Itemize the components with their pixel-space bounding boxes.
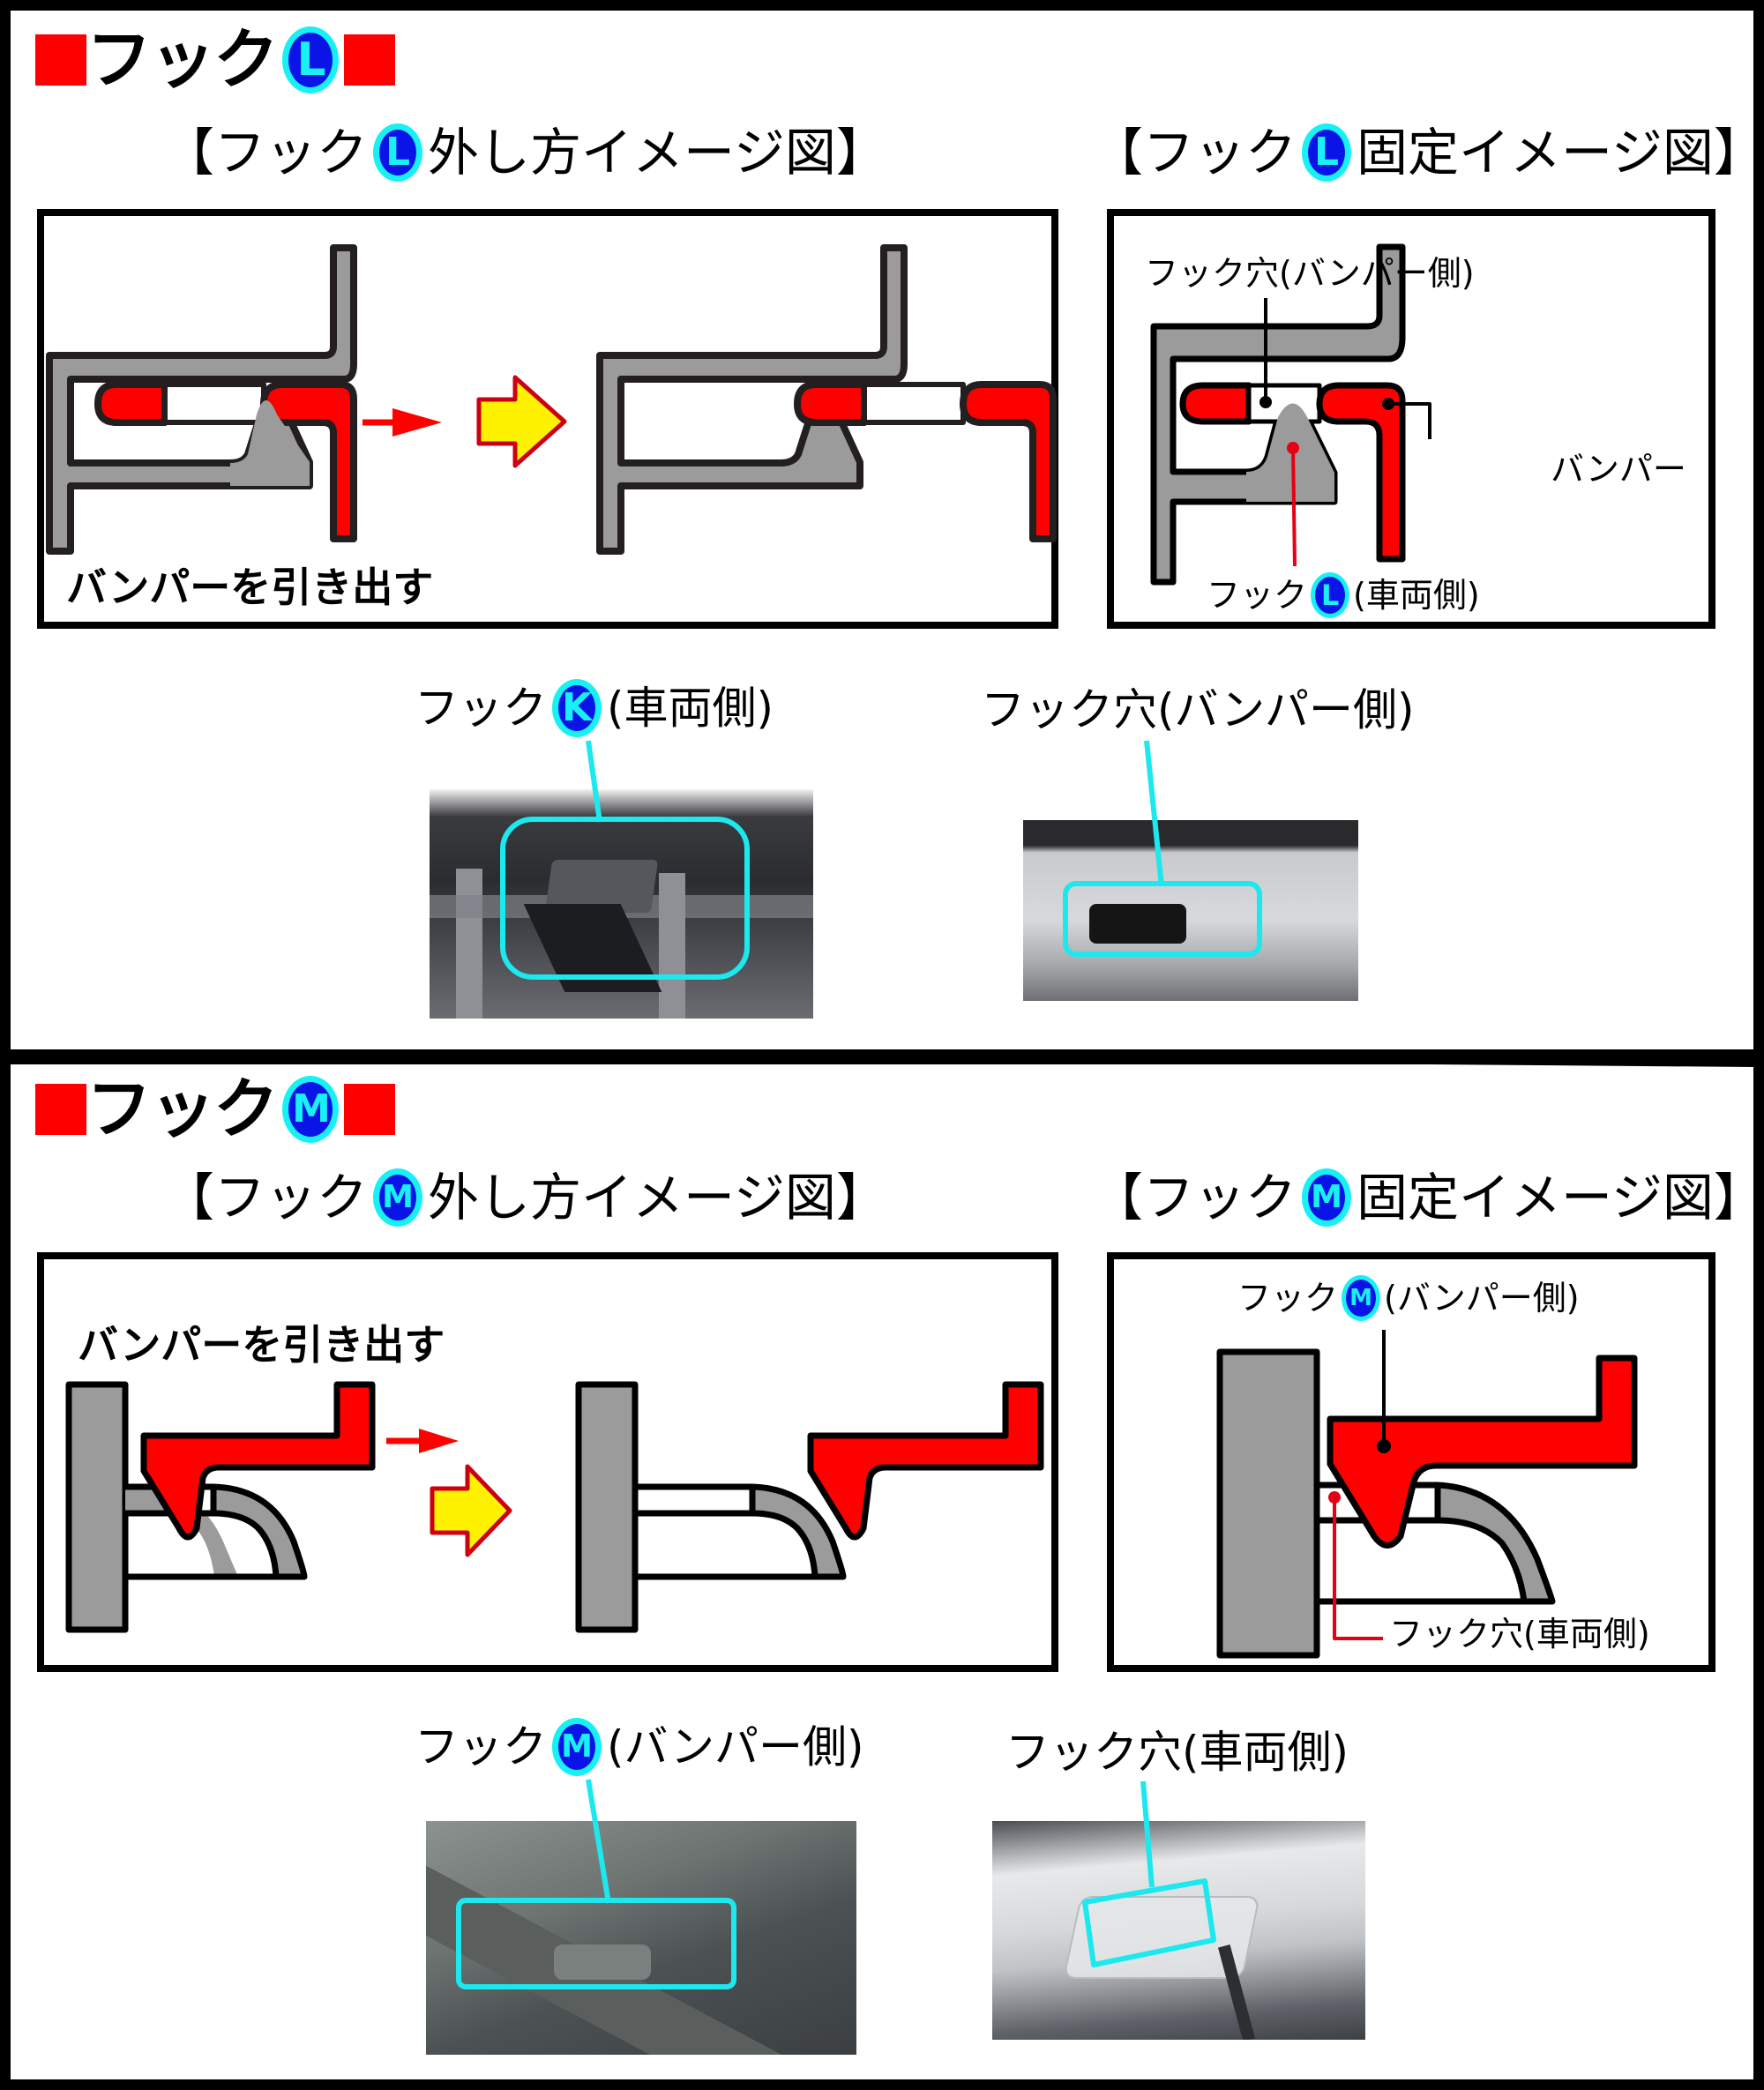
photo-label-hook-m: フック M (バンパー側) <box>415 1718 864 1776</box>
fixed-diagram-m: フック M (バンパー側) フック穴(車両側) <box>1107 1252 1715 1672</box>
badge-k: K <box>552 679 602 737</box>
badge-m: M <box>552 1718 602 1776</box>
photo-hook-m-bumper <box>426 1821 856 2055</box>
subtitle-text: 【フック <box>163 1168 369 1228</box>
fixed-diagram-l: フック穴(バンパー側) バンパー フック L (車両側) <box>1107 209 1715 629</box>
badge-m: M <box>1302 1168 1352 1227</box>
fixed-diagram-l-graphic <box>1150 243 1431 586</box>
red-square-marker <box>344 34 395 86</box>
pull-arrow-head <box>419 1429 459 1453</box>
label-text: フック <box>415 1721 547 1773</box>
red-square-marker <box>35 34 86 86</box>
callout-dot <box>1328 1491 1341 1504</box>
callout-dot <box>1287 442 1299 454</box>
callout-line-hole <box>1333 1497 1383 1640</box>
badge-m: M <box>373 1168 423 1227</box>
bumper-part <box>960 381 1057 542</box>
bumper-part <box>1316 382 1406 563</box>
vehicle-panel <box>575 1381 639 1633</box>
red-square-marker <box>35 1084 86 1135</box>
subtitle-text: 固定イメージ図】 <box>1357 1168 1764 1228</box>
vehicle-hook-arc <box>1434 1482 1556 1605</box>
subtitle-text: 外し方イメージ図】 <box>428 1168 887 1228</box>
removal-subtitle-m: 【フック M 外し方イメージ図】 <box>163 1168 887 1227</box>
bumper-hook-m <box>807 1381 1044 1541</box>
bumper-part <box>94 381 168 426</box>
section-m-title: フック M <box>35 1076 395 1143</box>
label-bumper: バンパー <box>1551 450 1686 489</box>
subtitle-text: 【フック <box>1092 1168 1297 1228</box>
fixed-diagram-m-graphic <box>1216 1330 1638 1659</box>
label-hook-hole-vehicle: フック穴(車両側) <box>1389 1615 1650 1653</box>
subtitle-text: 外し方イメージ図】 <box>428 123 887 183</box>
subtitle-text: 【フック <box>163 123 369 183</box>
callout-dot <box>1377 1439 1391 1453</box>
label-text: (バンパー側) <box>607 1721 864 1773</box>
hook-hole <box>862 382 966 425</box>
photo-hook-k-vehicle <box>430 789 813 1019</box>
bumper-hook-m <box>1327 1355 1638 1549</box>
badge-l: L <box>1311 572 1350 618</box>
subtitle-text: 固定イメージ図】 <box>1357 123 1764 183</box>
title-text: フック <box>86 1071 279 1147</box>
fixed-subtitle-m: 【フック M 固定イメージ図】 <box>1092 1168 1764 1227</box>
callout-line-hook <box>1291 447 1297 567</box>
vehicle-hook-arc <box>125 1487 238 1577</box>
label-text: (車両側) <box>1353 576 1480 615</box>
badge-l: L <box>1302 123 1352 182</box>
label-text: フック <box>415 683 547 734</box>
photo-label-hook-hole-vehicle: フック穴(車両側) <box>1005 1727 1349 1778</box>
label-text: (車両側) <box>607 683 774 734</box>
photo-detail-rib <box>456 869 482 1019</box>
photo-label-hook-hole-bumper: フック穴(バンパー側) <box>981 684 1415 735</box>
title-text: フック <box>86 22 279 98</box>
label-text: (バンパー側) <box>1384 1279 1580 1317</box>
removal-caption: バンパーを引き出す <box>78 1321 445 1369</box>
badge-m: M <box>282 1076 339 1143</box>
transition-arrow <box>476 375 567 468</box>
photo-detail-rib <box>659 873 685 1019</box>
removal-caption: バンパーを引き出す <box>66 564 434 611</box>
label-text: フック <box>1207 576 1308 615</box>
bumper-part <box>794 381 868 426</box>
label-hook-l: フック L (車両側) <box>1207 572 1480 618</box>
photo-label-hook-k: フック K (車両側) <box>415 679 774 737</box>
removal-diagram-m: バンパーを引き出す <box>37 1252 1058 1672</box>
removal-subtitle-l: 【フック L 外し方イメージ図】 <box>163 123 887 182</box>
vehicle-panel <box>1216 1348 1320 1659</box>
badge-l: L <box>282 26 339 93</box>
red-square-marker <box>344 1084 395 1135</box>
pull-arrow-head <box>392 408 442 437</box>
subtitle-text: 【フック <box>1092 123 1297 183</box>
section-m-frame <box>0 1049 1764 2090</box>
vehicle-hook-l <box>230 400 310 486</box>
fixed-subtitle-l: 【フック L 固定イメージ図】 <box>1092 123 1764 182</box>
callout-dot <box>1382 398 1394 410</box>
badge-m: M <box>1342 1275 1381 1321</box>
bumper-part <box>1179 382 1252 425</box>
photo-detail-slot <box>1089 904 1186 944</box>
label-text: フック <box>1237 1279 1339 1317</box>
removal-diagram-l: バンパーを引き出す <box>37 209 1058 629</box>
callout-line-bumper <box>1388 402 1431 439</box>
transition-arrow <box>430 1464 512 1557</box>
removal-diagram-l-graphic <box>46 244 1057 555</box>
photo-hole-bumper <box>1023 820 1358 1001</box>
hook-hole <box>162 382 266 425</box>
section-l-title: フック L <box>35 26 395 93</box>
photo-hole-vehicle <box>992 1821 1365 2040</box>
removal-diagram-m-graphic <box>65 1381 1044 1633</box>
vehicle-panel <box>65 1381 129 1633</box>
badge-l: L <box>373 123 423 182</box>
bumper-hook-m <box>140 1381 376 1541</box>
label-hook-m-bumper: フック M (バンパー側) <box>1237 1275 1580 1321</box>
label-hook-hole: フック穴(バンパー側) <box>1145 254 1475 293</box>
callout-dot <box>1259 396 1272 408</box>
photo-detail-hook <box>554 1944 651 1980</box>
